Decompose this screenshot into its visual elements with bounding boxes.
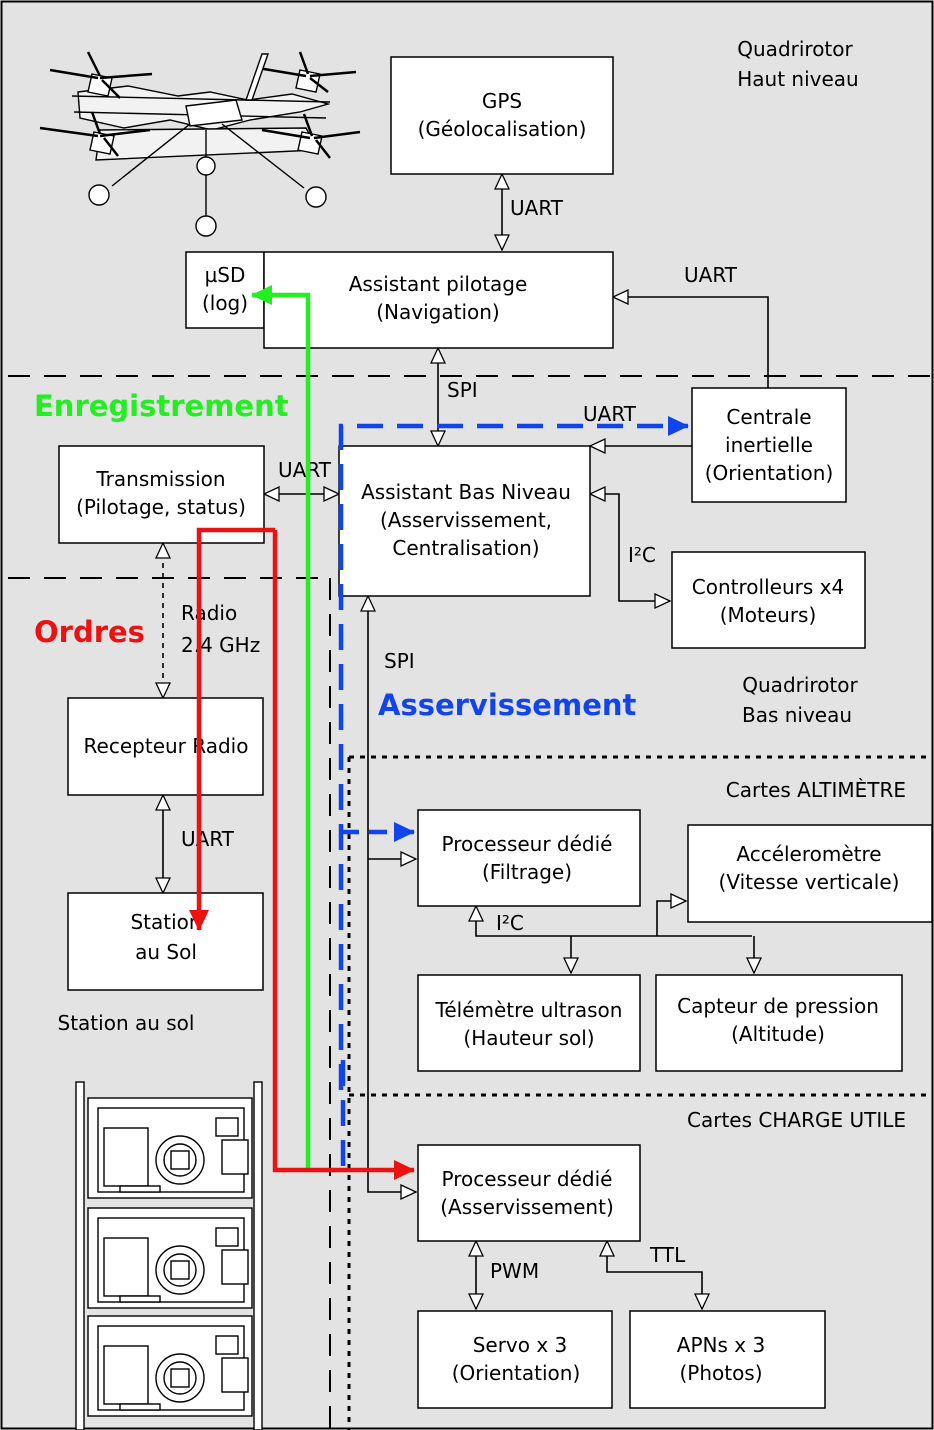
- box-nav: [263, 251, 614, 349]
- box-motor-controllers: [671, 551, 866, 649]
- box-servo: [417, 1310, 613, 1409]
- altimeter-processor-subtitle: (Filtrage): [482, 860, 572, 884]
- low-assistant-line2: (Asservissement,: [380, 508, 552, 532]
- label-pwm: PWM: [490, 1259, 539, 1283]
- transmission-subtitle: (Pilotage, status): [76, 495, 246, 519]
- ground-station-line2: au Sol: [135, 940, 197, 964]
- box-payload-processor: [417, 1144, 641, 1242]
- box-gps: [390, 56, 614, 175]
- label-uart-gps: UART: [510, 196, 564, 220]
- zone-high-level-line2: Haut niveau: [737, 67, 858, 91]
- quadrotor-illustration: [39, 51, 361, 237]
- payload-processor-title: Processeur dédié: [442, 1167, 613, 1191]
- label-i2c-altimeter: I²C: [496, 911, 524, 935]
- imu-line1: Centrale: [726, 405, 811, 429]
- radio-receiver-title: Recepteur Radio: [84, 734, 249, 758]
- box-ground-station: [67, 892, 264, 991]
- usd-title: µSD: [205, 263, 246, 287]
- label-uart-trans: UART: [278, 458, 332, 482]
- payload-processor-subtitle: (Asservissement): [440, 1195, 614, 1219]
- gps-subtitle: (Géolocalisation): [418, 117, 587, 141]
- box-low-assistant: [338, 445, 591, 597]
- box-accelerometer: [687, 824, 933, 923]
- accelerometer-title: Accéleromètre: [736, 842, 881, 866]
- flow-label-recording: Enregistrement: [34, 389, 289, 423]
- servo-subtitle: (Orientation): [452, 1361, 581, 1385]
- label-ttl: TTL: [649, 1243, 686, 1267]
- nav-title: Assistant pilotage: [349, 272, 528, 296]
- ultrasonic-title: Télémètre ultrason: [435, 998, 623, 1022]
- link-spi-bus: [368, 596, 416, 1192]
- flow-orders-ground-path: [189, 527, 275, 931]
- box-apn: [629, 1310, 826, 1409]
- box-imu: [691, 387, 847, 503]
- label-i2c-motors: I²C: [628, 543, 656, 567]
- low-assistant-line3: Centralisation): [392, 536, 539, 560]
- payload-stack-illustration: [75, 1081, 263, 1430]
- ground-station-line1: Station: [130, 910, 201, 934]
- box-transmission: [58, 445, 265, 544]
- label-uart-imu-nav: UART: [684, 263, 738, 287]
- zone-payload-cards: Cartes CHARGE UTILE: [687, 1108, 906, 1132]
- flow-orders-payload-path: [272, 530, 415, 1180]
- servo-title: Servo x 3: [473, 1333, 568, 1357]
- link-low-motors: [590, 494, 670, 601]
- zone-ground-station: Station au sol: [58, 1011, 195, 1035]
- accelerometer-subtitle: (Vitesse verticale): [719, 870, 900, 894]
- altimeter-processor-title: Processeur dédié: [442, 832, 613, 856]
- pressure-title: Capteur de pression: [677, 994, 879, 1018]
- box-altimeter-processor: [417, 809, 641, 907]
- low-assistant-line1: Assistant Bas Niveau: [361, 480, 571, 504]
- label-spi-nav: SPI: [447, 378, 478, 402]
- box-pressure: [655, 974, 903, 1072]
- zone-altimeter-cards: Cartes ALTIMÈTRE: [726, 778, 906, 802]
- label-uart-imu-low: UART: [583, 402, 637, 426]
- flow-recording-path: [251, 285, 311, 1170]
- apn-title: APNs x 3: [677, 1333, 765, 1357]
- ultrasonic-subtitle: (Hauteur sol): [463, 1026, 594, 1050]
- zone-high-level-line1: Quadrirotor: [737, 37, 853, 61]
- link-imu-nav: [613, 297, 769, 388]
- zone-low-level-line2: Bas niveau: [742, 703, 852, 727]
- nav-subtitle: (Navigation): [376, 300, 499, 324]
- flow-label-control: Asservissement: [378, 688, 637, 722]
- transmission-title: Transmission: [95, 467, 225, 491]
- apn-subtitle: (Photos): [679, 1361, 762, 1385]
- zone-low-level-line1: Quadrirotor: [742, 673, 858, 697]
- label-uart-rx: UART: [181, 827, 235, 851]
- label-spi-bus: SPI: [384, 649, 415, 673]
- flow-control-path: [338, 416, 689, 1090]
- imu-line2: inertielle: [725, 433, 813, 457]
- label-radio-line2: 2.4 GHz: [181, 633, 260, 657]
- flow-label-orders: Ordres: [34, 615, 145, 649]
- label-radio-line1: Radio: [181, 601, 237, 625]
- motor-controllers-title: Controlleurs x4: [692, 575, 844, 599]
- pressure-subtitle: (Altitude): [731, 1022, 825, 1046]
- box-radio-receiver: [67, 697, 264, 796]
- usd-subtitle: (log): [202, 291, 248, 315]
- motor-controllers-subtitle: (Moteurs): [720, 603, 817, 627]
- imu-line3: (Orientation): [705, 461, 834, 485]
- link-i2c-altproc: [476, 906, 752, 937]
- box-ultrasonic: [417, 974, 641, 1072]
- link-ttl-apn: [607, 1241, 702, 1309]
- gps-title: GPS: [482, 89, 522, 113]
- link-i2c-accel: [656, 901, 686, 936]
